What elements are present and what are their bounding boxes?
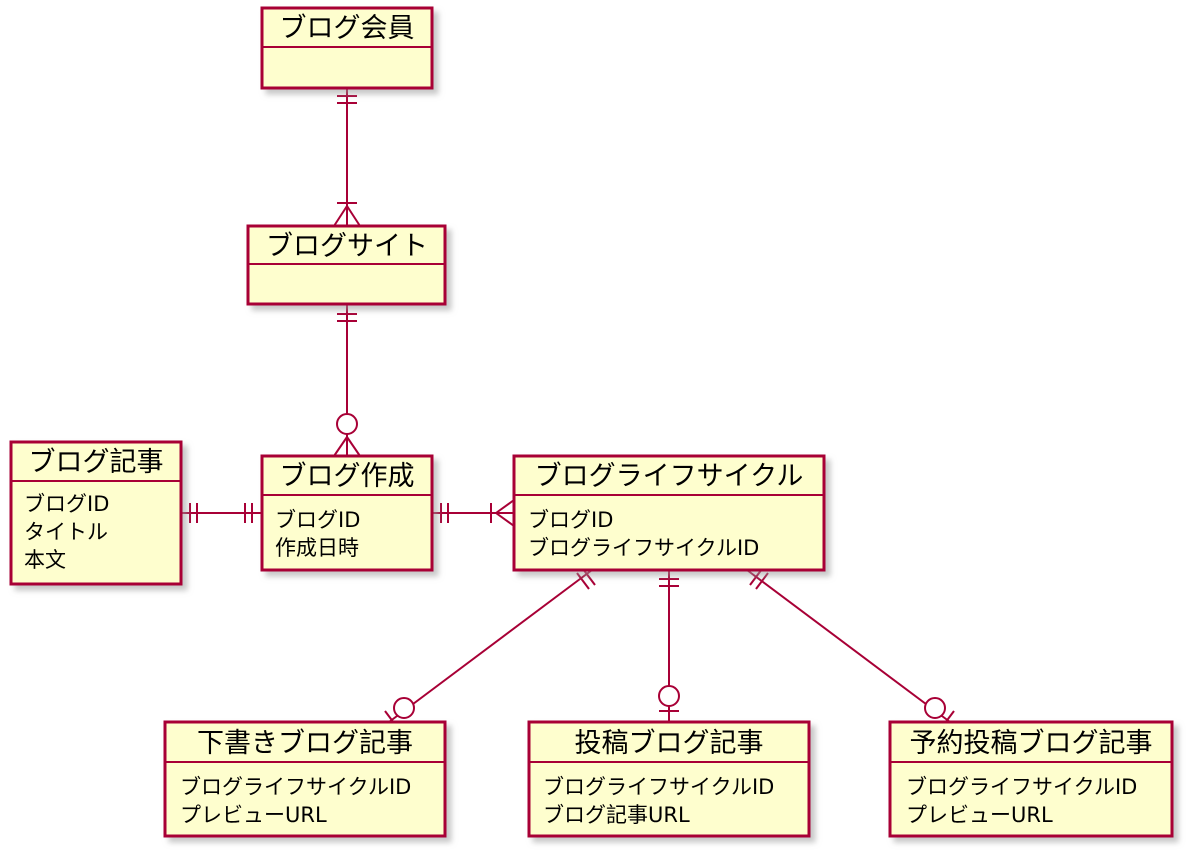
entity-blog-lifecycle[interactable]: ブログライフサイクル ブログID ブログライフサイクルID — [512, 454, 826, 572]
entity-title: ブログライフサイクル — [535, 461, 804, 492]
entity-blog-site[interactable]: ブログサイト — [246, 224, 447, 306]
attribute: タイトル — [24, 520, 108, 544]
entity-title: 予約投稿ブログ記事 — [910, 728, 1153, 759]
attribute: ブログID — [275, 508, 360, 532]
attribute: ブログ記事URL — [543, 803, 690, 827]
lifecycle-draft-bar-b — [582, 568, 596, 586]
entity-title: 下書きブログ記事 — [197, 728, 413, 759]
lifecycle-posted-zero-circle — [658, 685, 680, 707]
entity-title: ブログ作成 — [280, 461, 415, 492]
relationship-lifecycle-posted — [658, 570, 680, 722]
attribute: 本文 — [24, 548, 66, 572]
lifecycle-draft-zero-circle — [393, 697, 415, 719]
attribute: ブログライフサイクルID — [906, 775, 1137, 799]
relationship-site-creation — [333, 305, 361, 457]
attribute: プレビューURL — [906, 803, 1053, 827]
attribute: ブログID — [528, 508, 613, 532]
relationship-lifecycle-draft — [384, 568, 596, 728]
relationship-creation-lifecycle — [432, 499, 515, 527]
entity-title: 投稿ブログ記事 — [575, 728, 764, 759]
entity-blog-creation[interactable]: ブログ作成 ブログID 作成日時 — [260, 454, 434, 572]
relationships — [181, 89, 955, 728]
entity-scheduled-article[interactable]: 予約投稿ブログ記事 ブログライフサイクルID プレビューURL — [888, 720, 1174, 838]
site-creation-crow-left — [333, 436, 348, 457]
relationship-article-creation — [181, 503, 262, 523]
entity-blog-article[interactable]: ブログ記事 ブログID タイトル 本文 — [9, 440, 183, 586]
entity-blog-member[interactable]: ブログ会員 — [260, 6, 434, 90]
lifecycle-scheduled-bar-a — [749, 568, 763, 586]
lifecycle-scheduled-bar-b — [755, 572, 769, 590]
entity-title: ブログ記事 — [29, 447, 164, 478]
attribute: ブログライフサイクルID — [180, 775, 411, 799]
relationship-lifecycle-scheduled — [746, 568, 955, 728]
member-site-crow-right — [346, 205, 361, 227]
site-creation-zero-circle — [336, 413, 358, 435]
attribute: 作成日時 — [275, 536, 359, 560]
member-site-crow-left — [333, 205, 348, 227]
creation-lifecycle-crow-bottom — [495, 512, 515, 527]
lifecycle-draft-bar-a — [576, 572, 590, 590]
creation-lifecycle-crow-top — [495, 499, 515, 514]
lifecycle-scheduled-zero-circle — [924, 697, 946, 719]
attribute: ブログID — [24, 492, 109, 516]
entity-posted-article[interactable]: 投稿ブログ記事 ブログライフサイクルID ブログ記事URL — [527, 720, 811, 838]
entity-title: ブログ会員 — [280, 13, 415, 44]
relationship-member-site — [333, 89, 361, 227]
attribute: プレビューURL — [180, 803, 327, 827]
attribute: ブログライフサイクルID — [543, 775, 774, 799]
entity-draft-article[interactable]: 下書きブログ記事 ブログライフサイクルID プレビューURL — [163, 720, 447, 838]
attribute: ブログライフサイクルID — [528, 536, 759, 560]
site-creation-crow-right — [346, 436, 361, 457]
entity-title: ブログサイト — [266, 231, 428, 262]
